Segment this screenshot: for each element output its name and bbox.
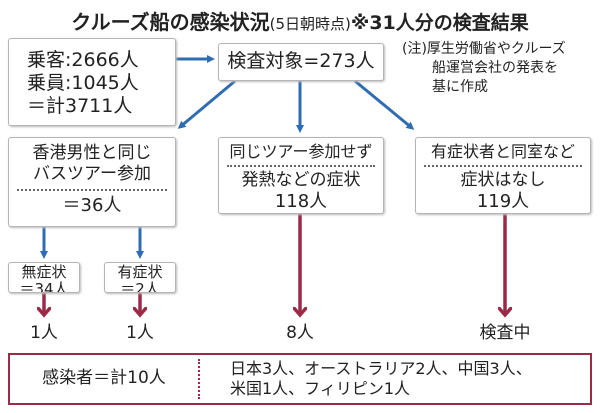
group-3-count: 119人 bbox=[476, 191, 530, 212]
group-tour-box: 香港男性と同じ バスツアー参加 ＝36人 bbox=[8, 137, 176, 227]
group-3-line-1: 有症状者と同室など bbox=[430, 142, 575, 161]
divider bbox=[424, 165, 582, 167]
passengers-total: ＝計3711人 bbox=[27, 95, 133, 117]
title: クルーズ船の感染状況(5日朝時点)※31人分の検査結果 bbox=[0, 6, 600, 35]
title-main: クルーズ船の感染状況 bbox=[71, 10, 270, 34]
group-2-line-1: 同じツアー参加せず bbox=[229, 142, 373, 161]
divider bbox=[17, 189, 167, 191]
group-1-count: ＝36人 bbox=[62, 195, 122, 216]
source-note: (注)厚生労働省やクルーズ 船運営会社の発表を 基に作成 bbox=[402, 40, 566, 97]
source-note-line-3: 基に作成 bbox=[432, 79, 488, 95]
result-4: 検査中 bbox=[479, 323, 531, 343]
passengers-guests: 乗客:2666人 bbox=[27, 49, 139, 71]
result-1: 1人 bbox=[30, 323, 58, 343]
subgroup-2-label: 有症状 bbox=[117, 263, 163, 281]
arrow-to-group-1 bbox=[177, 79, 236, 129]
group-2-count: 118人 bbox=[274, 191, 328, 212]
divider bbox=[227, 165, 375, 167]
arrow-to-group-3 bbox=[354, 79, 415, 130]
summary-total: 感染者＝計10人 bbox=[42, 368, 166, 388]
source-note-line-1: (注)厚生労働省やクルーズ bbox=[402, 41, 566, 57]
group-roommate-box: 有症状者と同室など 症状はなし 119人 bbox=[415, 137, 591, 214]
subgroup-1-label: 無症状 bbox=[21, 263, 67, 281]
summary-line-1: 日本3人、オーストラリア2人、中国3人、 bbox=[230, 359, 532, 378]
result-3: 8人 bbox=[286, 323, 314, 343]
title-sub: (5日朝時点) bbox=[269, 15, 351, 33]
source-note-line-2: 船運営会社の発表を bbox=[432, 60, 558, 76]
title-note: ※31人分の検査結果 bbox=[350, 12, 529, 34]
group-fever-box: 同じツアー参加せず 発熱などの症状 118人 bbox=[218, 137, 384, 214]
result-2: 1人 bbox=[126, 323, 154, 343]
group-1-line-1: 香港男性と同じ bbox=[32, 143, 152, 163]
group-3-line-2: 症状はなし bbox=[460, 170, 546, 190]
summary-divider bbox=[198, 359, 200, 399]
group-1-line-2: バスツアー参加 bbox=[33, 164, 151, 184]
subgroup-1-count: ＝34人 bbox=[19, 280, 69, 293]
tested-box: 検査対象=273人 bbox=[218, 43, 384, 81]
summary-box: 感染者＝計10人 日本3人、オーストラリア2人、中国3人、 米国1人、フィリピン… bbox=[8, 353, 592, 405]
passengers-crew: 乗員:1045人 bbox=[27, 72, 139, 94]
summary-line-2: 米国1人、フィリピン1人 bbox=[230, 379, 411, 398]
group-2-line-2: 発熱などの症状 bbox=[241, 170, 361, 190]
tested-count: 検査対象=273人 bbox=[227, 50, 375, 72]
subgroup-2-count: ＝2人 bbox=[120, 280, 160, 293]
asymptomatic-box: 無症状 ＝34人 bbox=[8, 262, 80, 293]
summary-breakdown: 日本3人、オーストラリア2人、中国3人、 米国1人、フィリピン1人 bbox=[230, 359, 532, 399]
passengers-box: 乗客:2666人 乗員:1045人 ＝計3711人 bbox=[8, 38, 176, 126]
symptomatic-box: 有症状 ＝2人 bbox=[104, 262, 176, 293]
